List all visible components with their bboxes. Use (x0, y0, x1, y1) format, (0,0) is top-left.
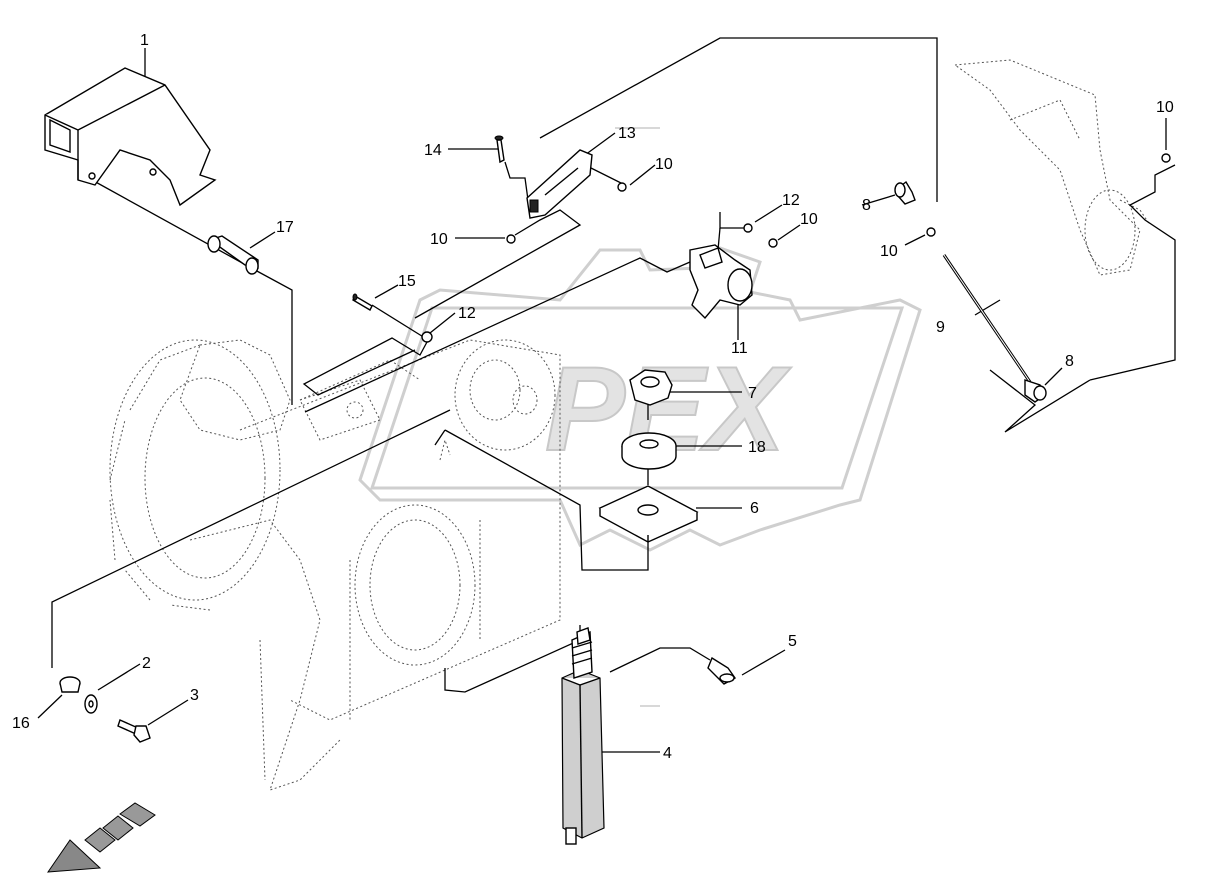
watermark-text: PEX (545, 342, 792, 476)
callout-1: 1 (140, 32, 149, 49)
callout-8-b: 8 (1065, 353, 1074, 370)
callout-10-b: 10 (430, 231, 448, 248)
callout-5: 5 (788, 633, 797, 650)
callout-10-c: 10 (800, 211, 818, 228)
callout-6: 6 (750, 500, 759, 517)
callout-14: 14 (424, 142, 442, 159)
callout-15: 15 (398, 273, 416, 290)
part-15-screw (352, 293, 373, 311)
part-2-washer (84, 694, 98, 714)
part-1-cover (44, 67, 217, 207)
callout-10-a: 10 (655, 156, 673, 173)
part-18-washer (621, 432, 677, 470)
callout-8-a: 8 (862, 197, 871, 214)
callout-13: 13 (618, 125, 636, 142)
callout-16: 16 (12, 715, 30, 732)
part-13-bracket (526, 149, 593, 219)
callout-17: 17 (276, 219, 294, 236)
nut-10-d (926, 227, 936, 237)
part-9-rod (942, 254, 1032, 383)
part-4-post (561, 627, 605, 845)
callout-10-e: 10 (1156, 99, 1174, 116)
callout-labels: 1 17 14 13 10 10 12 10 15 12 11 7 18 6 8… (12, 32, 1174, 762)
part-8-rod-end-bottom (1024, 379, 1047, 403)
nut-10-b (506, 234, 516, 244)
nut-10-e (1161, 153, 1171, 163)
forward-direction-arrow-icon (46, 802, 156, 873)
washer-12-a (743, 223, 753, 233)
part-16-clamp (59, 676, 81, 693)
axle-housing-ghost (109, 59, 1151, 791)
callout-10-d: 10 (880, 243, 898, 260)
callout-7: 7 (748, 385, 757, 402)
callout-3: 3 (190, 687, 199, 704)
callout-12-a: 12 (782, 192, 800, 209)
callout-4: 4 (663, 745, 672, 762)
part-14-screw (494, 135, 505, 164)
nut-10-a (617, 182, 627, 192)
washer-12-b (421, 331, 433, 343)
part-11-sensor (689, 244, 753, 320)
callout-18: 18 (748, 439, 766, 456)
callout-9: 9 (936, 319, 945, 336)
leader-lines (37, 37, 1176, 753)
callout-2: 2 (142, 655, 151, 672)
watermark: PEX (358, 246, 922, 552)
part-5-pin (707, 656, 737, 685)
callout-12-b: 12 (458, 305, 476, 322)
part-7-nut (629, 369, 673, 406)
part-3-bolt (117, 719, 151, 743)
part-8-rod-end-top (894, 180, 916, 205)
nut-10-c (768, 238, 778, 248)
callout-11: 11 (731, 340, 748, 357)
part-17-bushing (207, 235, 259, 275)
part-6-plate (598, 485, 699, 543)
